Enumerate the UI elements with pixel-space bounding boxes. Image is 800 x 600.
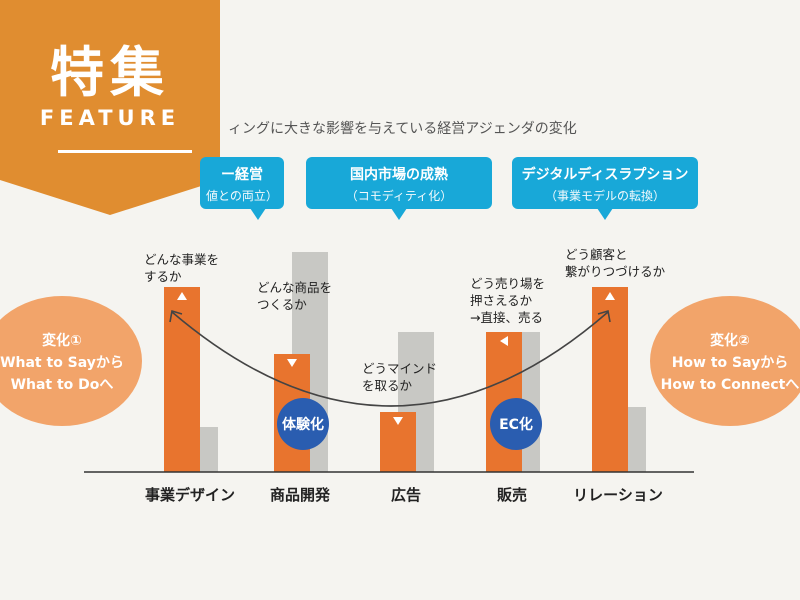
- bar-marker-icon: [500, 336, 508, 346]
- callout-tail: [250, 208, 266, 220]
- note-line: どうマインド: [362, 361, 438, 376]
- callout-line2: （事業モデルの転換）: [544, 189, 665, 203]
- experience-badge: 体験化: [277, 398, 329, 450]
- bar-marker-icon: [605, 292, 615, 300]
- callout-line2: （コモディティ化）: [345, 189, 453, 203]
- change-2-line: How to Connectへ: [660, 377, 800, 393]
- note-line: どんな事業を: [144, 252, 220, 267]
- note-relation: どう顧客と 繋がりつづけるか: [565, 246, 665, 280]
- change-1-line: 変化①: [42, 333, 82, 349]
- change-2-circle: 変化② How to Sayから How to Connectへ: [650, 296, 800, 426]
- badge-title: 特集: [50, 41, 170, 104]
- bar-marker-icon: [177, 292, 187, 300]
- badge-shape: [0, 0, 220, 215]
- callout-market: 国内市場の成熟 （コモディティ化）: [306, 157, 492, 209]
- bar-marker-icon: [287, 359, 297, 367]
- note-line: つくるか: [257, 297, 307, 312]
- category-label: 広告: [390, 486, 421, 504]
- note-line: 押さえるか: [470, 293, 533, 308]
- category-label: 販売: [496, 486, 527, 504]
- category-label: 商品開発: [269, 486, 330, 504]
- callout-digital: デジタルディスラプション （事業モデルの転換）: [512, 157, 698, 209]
- note-line: 繋がりつづけるか: [565, 264, 666, 279]
- callout-line1: 国内市場の成熟: [350, 167, 448, 183]
- change-2-line: 変化②: [710, 333, 750, 349]
- badge-underline: [58, 150, 192, 153]
- diagram-subtitle: ィングに大きな影響を与えている経営アジェンダの変化: [228, 121, 577, 137]
- category-label: 事業デザイン: [144, 486, 235, 504]
- trend-arc: [171, 311, 609, 407]
- callout-line1: ー経営: [221, 167, 263, 183]
- arrowhead-right-icon: [597, 309, 611, 323]
- feature-badge: 特集 FEATURE: [0, 0, 220, 215]
- badge-subtitle: FEATURE: [39, 106, 181, 130]
- change-2-line: How to Sayから: [671, 355, 789, 371]
- note-sales: どう売り場を 押さえるか →直接、売る: [470, 275, 545, 326]
- note-ad: どうマインド を取るか: [362, 360, 437, 394]
- note-line: どんな商品を: [257, 280, 333, 295]
- note-line: を取るか: [362, 378, 413, 393]
- callout-tail: [597, 208, 613, 220]
- change-1-line: What to Sayから: [0, 355, 124, 371]
- callout-line2: 値との両立）: [206, 189, 278, 203]
- orange-bar: [592, 287, 628, 472]
- orange-bar: [164, 287, 200, 472]
- callout-line1: デジタルディスラプション: [521, 167, 689, 183]
- note-line: どう顧客と: [565, 247, 628, 262]
- bar-marker-icon: [393, 417, 403, 425]
- arrowhead-left-icon: [169, 309, 183, 323]
- callout-management: ー経営 値との両立）: [200, 157, 284, 209]
- note-business: どんな事業を するか: [144, 251, 219, 285]
- category-label: リレーション: [573, 486, 663, 504]
- note-line: どう売り場を: [470, 276, 546, 291]
- change-1-line: What to Doへ: [10, 377, 114, 393]
- note-product: どんな商品を つくるか: [257, 279, 332, 313]
- note-line: →直接、売る: [470, 310, 543, 325]
- callout-tail: [391, 208, 407, 220]
- ec-badge: EC化: [490, 398, 542, 450]
- note-line: するか: [144, 269, 182, 284]
- change-1-circle: 変化① What to Sayから What to Doへ: [0, 296, 142, 426]
